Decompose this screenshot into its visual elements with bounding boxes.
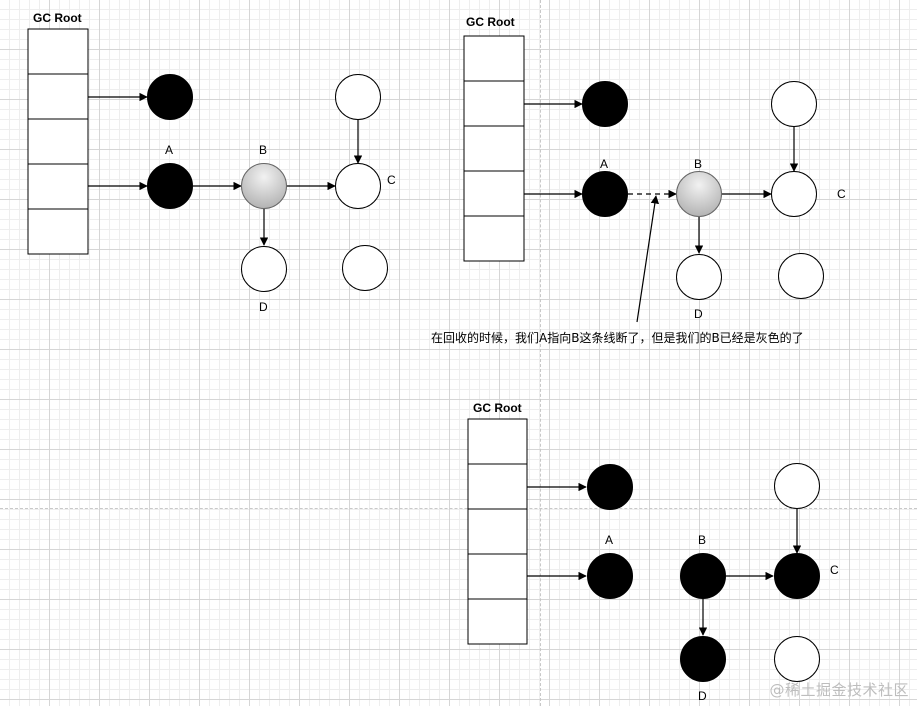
gc-root-stack (467, 418, 528, 645)
panel-2: GC Root A B C D 在回收的时候，我们A指向B这条线断了，但是我们的… (431, 15, 846, 345)
node-a-label: A (165, 143, 173, 157)
gc-root-stack (27, 28, 89, 255)
node-a (147, 163, 193, 209)
node-c (771, 171, 817, 217)
white-node-top (771, 81, 817, 127)
node-a-label: A (600, 157, 608, 171)
gc-root-label: GC Root (466, 15, 515, 29)
node-d-label: D (694, 307, 703, 321)
node-d (241, 246, 287, 292)
node-b (680, 553, 726, 599)
black-node-top (587, 464, 633, 510)
white-node-top (335, 74, 381, 120)
node-a (587, 553, 633, 599)
annotation-pointer (636, 195, 660, 323)
white-node-top (774, 463, 820, 509)
white-node-isolated (342, 245, 388, 291)
panel-1: GC Root A B C D (27, 11, 396, 314)
node-c-label: C (837, 187, 846, 201)
black-node-top (147, 74, 193, 120)
page-guide-vertical (540, 0, 541, 706)
node-c-label: C (830, 563, 839, 577)
node-c-label: C (387, 173, 396, 187)
node-d (680, 636, 726, 682)
gc-root-label: GC Root (33, 11, 82, 25)
gc-root-stack (463, 35, 525, 262)
white-node-isolated (774, 636, 820, 682)
node-d (676, 254, 722, 300)
node-c (335, 163, 381, 209)
black-node-top (582, 81, 628, 127)
page-guide-horizontal (0, 508, 917, 509)
node-b (241, 163, 287, 209)
node-b (676, 171, 722, 217)
node-d-label: D (698, 689, 707, 703)
gc-root-label: GC Root (473, 401, 522, 415)
white-node-isolated (778, 253, 824, 299)
annotation-text: 在回收的时候，我们A指向B这条线断了，但是我们的B已经是灰色的了 (431, 330, 804, 345)
panel-3: GC Root A B C D (467, 401, 839, 703)
node-a (582, 171, 628, 217)
node-c (774, 553, 820, 599)
node-b-label: B (698, 533, 706, 547)
watermark-text: @稀土掘金技术社区 (769, 681, 909, 699)
node-b-label: B (694, 157, 702, 171)
node-a-label: A (605, 533, 613, 547)
node-b-label: B (259, 143, 267, 157)
node-d-label: D (259, 300, 268, 314)
